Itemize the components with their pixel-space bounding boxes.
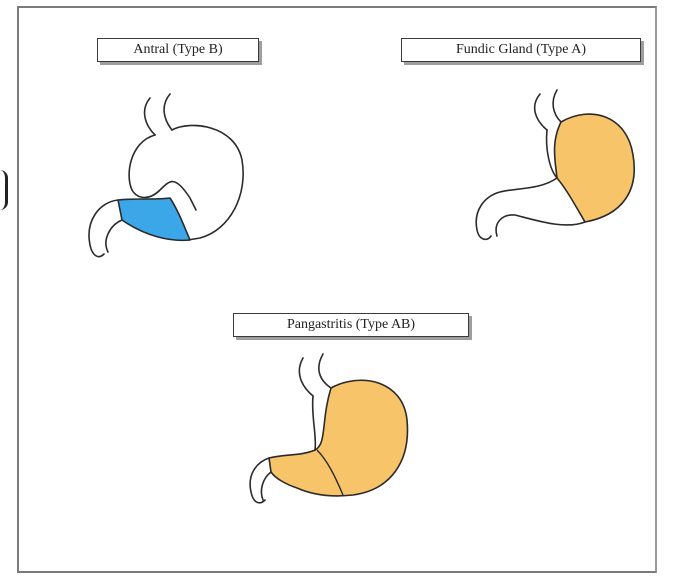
esophagus-right-wall [553,90,561,122]
stomach-antral-diagram [60,80,260,270]
stomach-lesser-curve [313,396,316,450]
left-edge-fragment [0,170,8,210]
antrum-inner-wall [496,215,585,236]
duodenum-outer-wall [89,200,118,257]
duodenum-outer-wall [250,458,269,503]
esophagus-left-wall [299,358,313,396]
esophagus-right-wall [164,94,172,130]
esophagus-left-wall [535,94,547,130]
antral-region [118,198,190,240]
fundic-body-region [555,114,635,222]
fundic-gland-type-a-label: Fundic Gland (Type A) [401,38,641,62]
esophagus-right-wall [319,354,331,388]
stomach-fundic-diagram [455,80,655,270]
pangastritis-type-ab-label: Pangastritis (Type AB) [233,313,469,337]
duodenum-inner-wall [261,472,271,500]
antrum-outer-wall [476,178,557,239]
duodenum-inner-wall [106,220,122,252]
antral-type-b-label: Antral (Type B) [97,38,259,62]
stomach-pangastritis-diagram [235,350,435,540]
pangastritis-whole-region [269,380,407,496]
esophagus-left-wall [145,98,155,135]
